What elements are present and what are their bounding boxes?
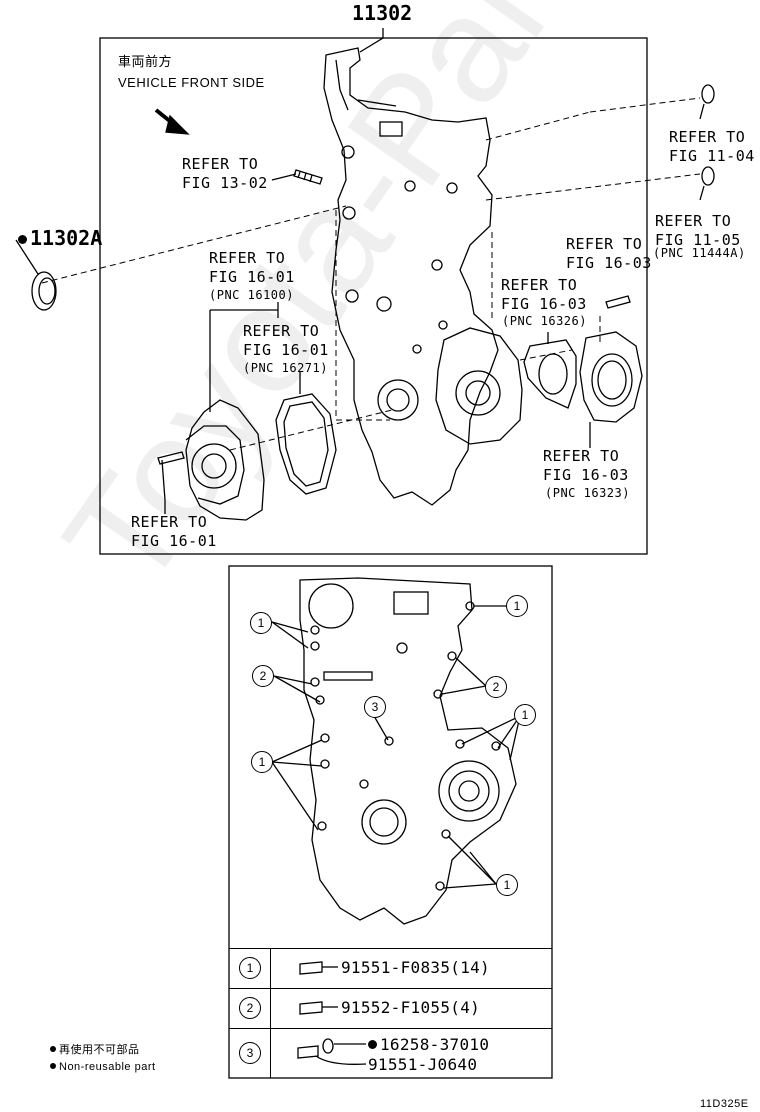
bolt-table-row: [229, 988, 552, 1029]
seal-part-label: 11302A: [18, 228, 102, 248]
bolt-marker-2: 2: [252, 665, 274, 687]
bolt-marker-1: 1: [496, 874, 518, 896]
bolt-marker-1: 1: [251, 751, 273, 773]
table-ref-2: 2: [239, 997, 261, 1019]
part-number-gasket-3: 16258-37010: [368, 1035, 489, 1054]
upper-diagram-frame: [99, 37, 648, 555]
callout-fig-16-01-pump-pnc: (PNC 16100): [209, 288, 294, 302]
legend-en: Non-reusable part: [50, 1060, 156, 1074]
part-number-bolt-3: 91551-J0640: [368, 1055, 478, 1074]
timing-cover-outline: [323, 47, 499, 506]
bolt-table-row: [229, 1028, 552, 1079]
callout-fig-11-05-pnc: (PNC 11444A): [653, 246, 746, 260]
bolt-marker-1: 1: [250, 612, 272, 634]
non-reusable-dot-icon: [50, 1046, 56, 1052]
callout-fig-16-01-gasket-pnc: (PNC 16271): [243, 361, 328, 375]
callout-fig-16-03-gasket-pnc: (PNC 16326): [502, 314, 587, 328]
non-reusable-dot-icon: [18, 235, 27, 244]
table-ref-1: 1: [239, 957, 261, 979]
orientation-jp: 車両前方: [118, 54, 173, 69]
table-divider: [270, 949, 271, 1078]
orientation-en: VEHICLE FRONT SIDE: [118, 75, 265, 90]
bolt-table-row: [229, 948, 552, 989]
assembly-part-number: 11302: [352, 1, 413, 25]
bolt-marker-1: 1: [506, 595, 528, 617]
figure-code: 11D325E: [700, 1098, 749, 1110]
bolt-marker-1: 1: [514, 704, 536, 726]
non-reusable-dot-icon: [50, 1063, 56, 1069]
non-reusable-dot-icon: [368, 1040, 377, 1049]
part-number-bolt-2: 91552-F1055(4): [341, 998, 481, 1017]
part-number-bolt-1: 91551-F0835(14): [341, 958, 490, 977]
timing-cover-front-view: [299, 577, 517, 925]
bolt-marker-3: 3: [364, 696, 386, 718]
callout-fig-16-03-inlet-pnc: (PNC 16323): [545, 486, 630, 500]
legend-jp: 再使用不可部品: [50, 1043, 140, 1057]
bolt-marker-2: 2: [485, 676, 507, 698]
lower-diagram-frame: [228, 565, 553, 1079]
table-ref-3: 3: [239, 1042, 261, 1064]
